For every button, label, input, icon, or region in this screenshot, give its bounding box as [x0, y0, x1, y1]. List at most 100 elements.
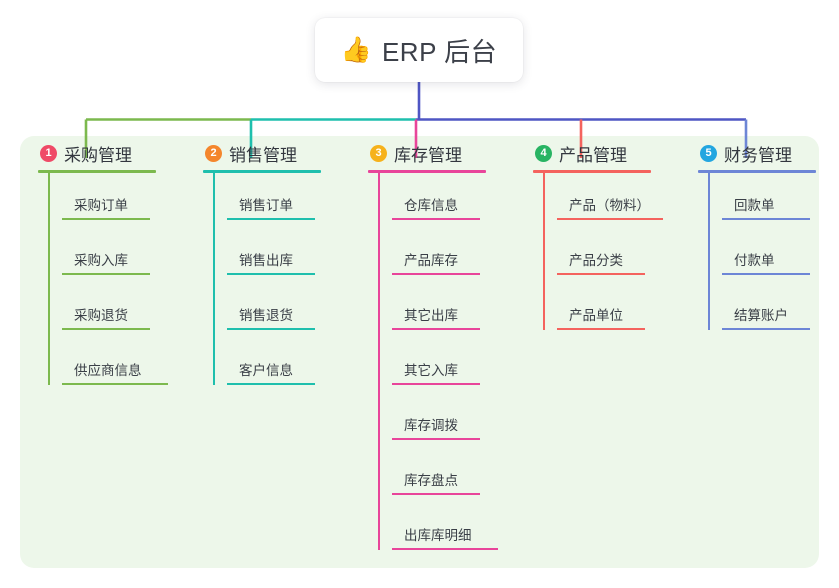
leaf-item-underline: [722, 328, 810, 330]
leaf-item-label: 采购退货: [74, 308, 128, 323]
leaf-item[interactable]: 采购入库: [62, 228, 190, 283]
leaf-item-underline: [227, 328, 315, 330]
leaf-item[interactable]: 销售订单: [227, 173, 355, 228]
leaf-item-underline: [62, 328, 150, 330]
leaf-item-underline: [227, 273, 315, 275]
leaf-item[interactable]: 其它入库: [392, 338, 520, 393]
leaf-item[interactable]: 出库库明细: [392, 503, 520, 558]
leaf-item[interactable]: 仓库信息: [392, 173, 520, 228]
branch-column-4: 4 产品管理产品（物料） 产品分类产品单位: [533, 136, 685, 338]
root-title-card[interactable]: 👍 ERP 后台: [315, 18, 523, 82]
branch-badge-1: 1: [40, 144, 57, 162]
leaf-item-label: 产品（物料）: [569, 198, 650, 213]
branch-underline-4: [533, 170, 651, 173]
leaf-item[interactable]: 客户信息: [227, 338, 355, 393]
branch-badge-2: 2: [205, 144, 222, 162]
branch-items-5: 回款单付款单结算账户: [708, 173, 839, 338]
leaf-item-label: 产品库存: [404, 253, 458, 268]
leaf-item-underline: [392, 218, 480, 220]
branch-title-1: 采购管理: [64, 145, 132, 165]
leaf-item-underline: [392, 328, 480, 330]
leaf-item-label: 结算账户: [734, 308, 788, 323]
branch-header-2[interactable]: 2 销售管理: [203, 136, 355, 170]
branch-underline-1: [38, 170, 156, 173]
leaf-item-underline: [392, 493, 480, 495]
branch-spine-3: [378, 173, 380, 550]
leaf-item[interactable]: 回款单: [722, 173, 839, 228]
branch-title-2: 销售管理: [229, 145, 297, 165]
branch-spine-5: [708, 173, 710, 330]
branch-columns: 1 采购管理采购订单采购入库采购退货供应商信息 2 销售管理销售订单销售出库销售退货客…: [20, 136, 819, 568]
leaf-item[interactable]: 采购订单: [62, 173, 190, 228]
leaf-item-underline: [62, 273, 150, 275]
branch-spine-2: [213, 173, 215, 385]
leaf-item-label: 采购订单: [74, 198, 128, 213]
leaf-item[interactable]: 产品（物料）: [557, 173, 685, 228]
leaf-item-underline: [392, 548, 498, 550]
leaf-item-label: 客户信息: [239, 363, 293, 378]
branch-items-1: 采购订单采购入库采购退货供应商信息: [48, 173, 190, 393]
branch-badge-5: 5: [700, 144, 717, 162]
leaf-item[interactable]: 产品分类: [557, 228, 685, 283]
branch-title-4: 产品管理: [559, 145, 627, 165]
branch-items-3: 仓库信息产品库存其它出库其它入库库存调拨库存盘点出库库明细: [378, 173, 520, 558]
leaf-item-label: 采购入库: [74, 253, 128, 268]
leaf-item-label: 其它入库: [404, 363, 458, 378]
leaf-item[interactable]: 结算账户: [722, 283, 839, 338]
leaf-item-label: 付款单: [734, 253, 775, 268]
leaf-item-underline: [227, 383, 315, 385]
leaf-item-label: 销售退货: [239, 308, 293, 323]
leaf-item-underline: [227, 218, 315, 220]
leaf-item[interactable]: 产品库存: [392, 228, 520, 283]
branch-badge-4: 4: [535, 144, 552, 162]
leaf-item-underline: [392, 438, 480, 440]
leaf-item-underline: [722, 273, 810, 275]
branch-underline-2: [203, 170, 321, 173]
leaf-item-label: 出库库明细: [404, 528, 472, 543]
branch-column-2: 2 销售管理销售订单销售出库销售退货客户信息: [203, 136, 355, 393]
leaf-item-underline: [557, 328, 645, 330]
thumbs-up-icon: 👍: [340, 35, 372, 64]
leaf-item-label: 销售订单: [239, 198, 293, 213]
leaf-item-underline: [62, 383, 168, 385]
leaf-item-label: 产品单位: [569, 308, 623, 323]
branch-underline-5: [698, 170, 816, 173]
leaf-item-label: 产品分类: [569, 253, 623, 268]
leaf-item-underline: [722, 218, 810, 220]
leaf-item-underline: [557, 273, 645, 275]
branch-column-1: 1 采购管理采购订单采购入库采购退货供应商信息: [38, 136, 190, 393]
branch-panel-background: [20, 136, 819, 568]
leaf-item[interactable]: 采购退货: [62, 283, 190, 338]
leaf-item-underline: [62, 218, 150, 220]
leaf-item[interactable]: 其它出库: [392, 283, 520, 338]
branch-badge-3: 3: [370, 144, 387, 162]
branch-underline-3: [368, 170, 486, 173]
leaf-item-label: 回款单: [734, 198, 775, 213]
branch-items-2: 销售订单销售出库销售退货客户信息: [213, 173, 355, 393]
leaf-item[interactable]: 库存调拨: [392, 393, 520, 448]
leaf-item[interactable]: 付款单: [722, 228, 839, 283]
leaf-item-label: 销售出库: [239, 253, 293, 268]
leaf-item-label: 供应商信息: [74, 363, 142, 378]
leaf-item[interactable]: 销售出库: [227, 228, 355, 283]
branch-items-4: 产品（物料） 产品分类产品单位: [543, 173, 685, 338]
leaf-item-underline: [557, 218, 663, 220]
leaf-item[interactable]: 销售退货: [227, 283, 355, 338]
root-title-label: ERP 后台: [381, 36, 498, 67]
branch-header-1[interactable]: 1 采购管理: [38, 136, 190, 170]
leaf-item[interactable]: 供应商信息: [62, 338, 190, 393]
branch-header-4[interactable]: 4 产品管理: [533, 136, 685, 170]
leaf-item-label: 库存盘点: [404, 473, 458, 488]
branch-spine-1: [48, 173, 50, 385]
leaf-item[interactable]: 产品单位: [557, 283, 685, 338]
branch-spine-4: [543, 173, 545, 330]
leaf-item-label: 其它出库: [404, 308, 458, 323]
leaf-item-underline: [392, 383, 480, 385]
leaf-item[interactable]: 库存盘点: [392, 448, 520, 503]
leaf-item-label: 库存调拨: [404, 418, 458, 433]
